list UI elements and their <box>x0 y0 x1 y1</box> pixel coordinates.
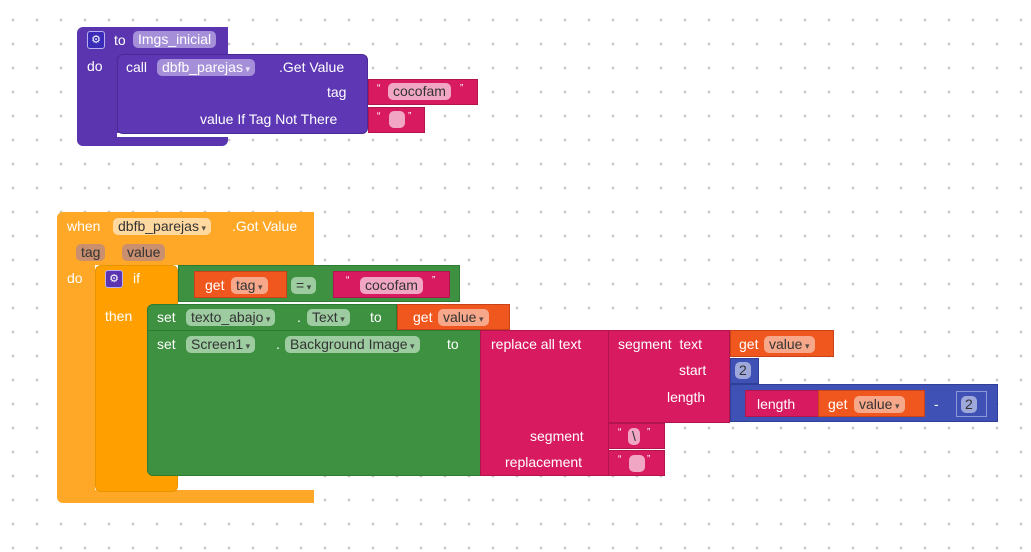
param-tag[interactable]: tag <box>76 244 106 261</box>
replace-all-block[interactable] <box>480 330 609 476</box>
to-label: to <box>447 336 459 352</box>
get-label: get <box>205 277 225 293</box>
quote: ” <box>647 427 651 438</box>
get-label: get <box>413 309 433 325</box>
quote: “ <box>618 454 622 465</box>
then-label: then <box>105 308 133 324</box>
component-dropdown[interactable]: dbfb_parejas <box>157 59 255 76</box>
default-label: value If Tag Not There <box>200 111 338 127</box>
quote: “ <box>618 427 622 438</box>
minus-operator: - <box>934 396 939 412</box>
var-dropdown[interactable]: value <box>764 336 815 353</box>
number-field[interactable]: 2 <box>961 396 977 413</box>
text-field[interactable]: cocofam <box>388 83 451 100</box>
get-label: get <box>739 336 759 352</box>
call-label: call <box>126 59 148 75</box>
var-dropdown[interactable]: tag <box>231 277 268 294</box>
var-dropdown[interactable]: value <box>854 396 905 413</box>
gear-icon[interactable]: ⚙ <box>105 270 123 288</box>
component-dropdown[interactable]: dbfb_parejas <box>113 218 211 235</box>
set-label: set <box>157 336 176 352</box>
dot: . <box>276 336 280 352</box>
property-dropdown[interactable]: Background Image <box>285 336 420 353</box>
procedure-name-field[interactable]: Imgs_inicial <box>133 31 217 48</box>
to-label: to <box>370 309 382 325</box>
segment-text-label: segment text <box>618 336 703 352</box>
component-dropdown[interactable]: Screen1 <box>186 336 256 353</box>
do-label: do <box>87 58 103 74</box>
when-label: when <box>67 218 101 234</box>
number-field[interactable]: 2 <box>735 362 751 379</box>
segment-label: segment <box>530 428 584 444</box>
method-label: .Get Value <box>279 59 345 75</box>
operator-dropdown[interactable]: = <box>291 277 317 294</box>
do-label: do <box>67 270 83 286</box>
component-dropdown[interactable]: texto_abajo <box>186 309 276 326</box>
length-label: length <box>757 396 796 412</box>
quote: “ <box>346 275 350 286</box>
to-label: to <box>114 32 126 48</box>
replace-label: replace all text <box>491 336 582 352</box>
text-field[interactable]: \ <box>628 428 640 445</box>
start-label: start <box>679 362 707 378</box>
text-field[interactable] <box>389 111 405 128</box>
text-field[interactable]: cocofam <box>360 277 423 294</box>
quote: ” <box>408 111 412 122</box>
replacement-label: replacement <box>505 454 583 470</box>
text-field[interactable] <box>629 455 645 472</box>
var-dropdown[interactable]: value <box>438 309 489 326</box>
quote: ” <box>647 454 651 465</box>
length-label: length <box>667 389 706 405</box>
quote: “ <box>377 83 381 94</box>
quote: ” <box>460 83 464 94</box>
dot: . <box>297 309 301 325</box>
property-dropdown[interactable]: Text <box>307 309 350 326</box>
param-value[interactable]: value <box>122 244 166 261</box>
set-background-block[interactable] <box>147 330 481 476</box>
tag-label: tag <box>327 84 347 100</box>
segment-block[interactable] <box>608 330 730 423</box>
quote: “ <box>377 111 381 122</box>
set-label: set <box>157 309 176 325</box>
quote: ” <box>432 275 436 286</box>
gear-icon[interactable]: ⚙ <box>87 31 105 49</box>
get-label: get <box>828 396 848 412</box>
event-label: .Got Value <box>232 218 298 234</box>
if-label: if <box>133 270 140 286</box>
